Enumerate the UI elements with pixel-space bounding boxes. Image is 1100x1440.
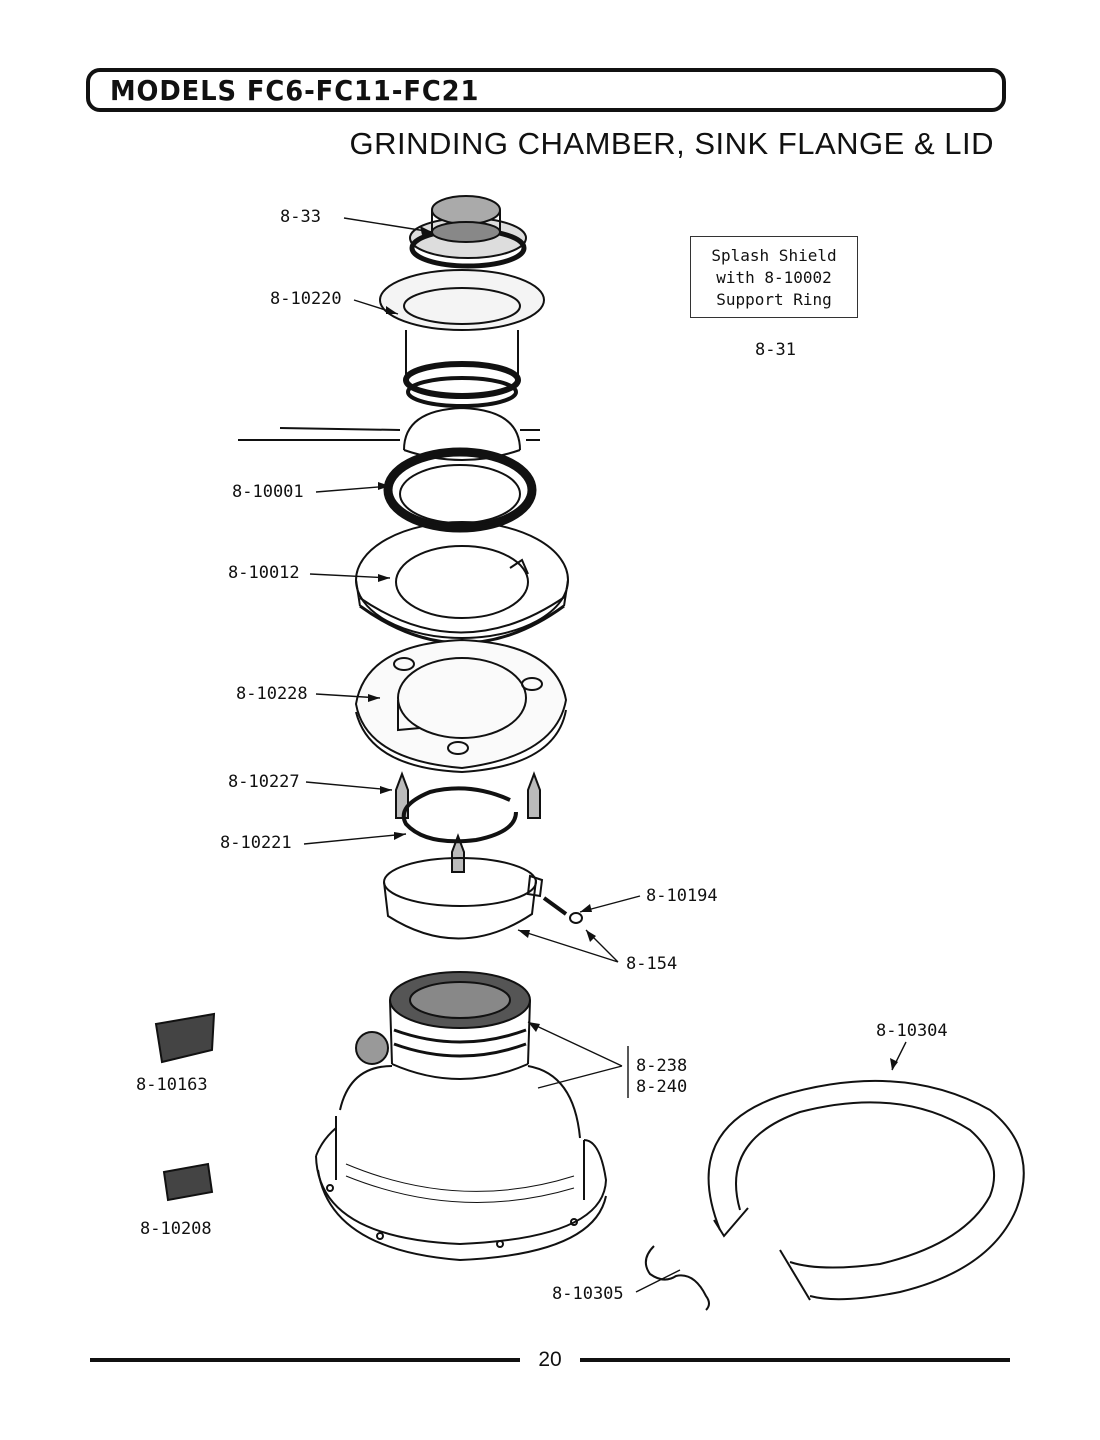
part-label-8-10304: 8-10304 (876, 1021, 948, 1041)
page-subtitle: GRINDING CHAMBER, SINK FLANGE & LID (349, 126, 994, 161)
backup-ring-part (355, 521, 569, 645)
splash-box-line-3: Support Ring (716, 290, 832, 309)
leader-lines (303, 217, 907, 1293)
page-number: 20 (538, 1348, 562, 1371)
models-title: MODELS FC6-FC11-FC21 (110, 74, 480, 107)
splash-box-line-1: Splash Shield (711, 246, 837, 265)
sink-edge-lines (238, 406, 540, 461)
splash-box-line-2: with 8-10002 (716, 268, 832, 287)
gasket-part (383, 447, 537, 533)
part-label-8-154: 8-154 (626, 954, 678, 974)
nipple-fitting-part (162, 1162, 214, 1202)
part-label-8-238: 8-238 (636, 1056, 688, 1076)
footer-rule-right (580, 1358, 1010, 1362)
arrowheads (368, 226, 898, 1070)
snap-ring-part (401, 786, 518, 844)
clamp-band-part (383, 857, 583, 940)
grinding-chamber-part (315, 971, 608, 1262)
footer-rule-left (90, 1358, 520, 1362)
part-label-8-240: 8-240 (636, 1077, 688, 1097)
elbow-fitting-part (154, 1012, 216, 1064)
stopper-part (409, 195, 527, 269)
part-label-8-31: 8-31 (755, 340, 796, 360)
part-label-8-10220: 8-10220 (270, 289, 342, 309)
part-label-8-10305: 8-10305 (552, 1284, 624, 1304)
sink-flange-part (379, 269, 545, 408)
spring-clip-part (644, 1245, 710, 1311)
part-label-8-10163: 8-10163 (136, 1075, 208, 1095)
lid-ring-part (707, 1079, 1025, 1301)
part-label-8-10012: 8-10012 (228, 563, 300, 583)
header-box: MODELS FC6-FC11-FC21 (86, 68, 1006, 112)
part-label-8-10194: 8-10194 (646, 886, 718, 906)
part-label-8-10208: 8-10208 (140, 1219, 212, 1239)
part-label-8-10227: 8-10227 (228, 772, 300, 792)
mounting-ring-part (354, 638, 568, 774)
part-label-8-10001: 8-10001 (232, 482, 304, 502)
part-label-8-10221: 8-10221 (220, 833, 292, 853)
part-label-8-33: 8-33 (280, 207, 321, 227)
part-label-8-10228: 8-10228 (236, 684, 308, 704)
splash-shield-box: Splash Shield with 8-10002 Support Ring (690, 236, 858, 318)
